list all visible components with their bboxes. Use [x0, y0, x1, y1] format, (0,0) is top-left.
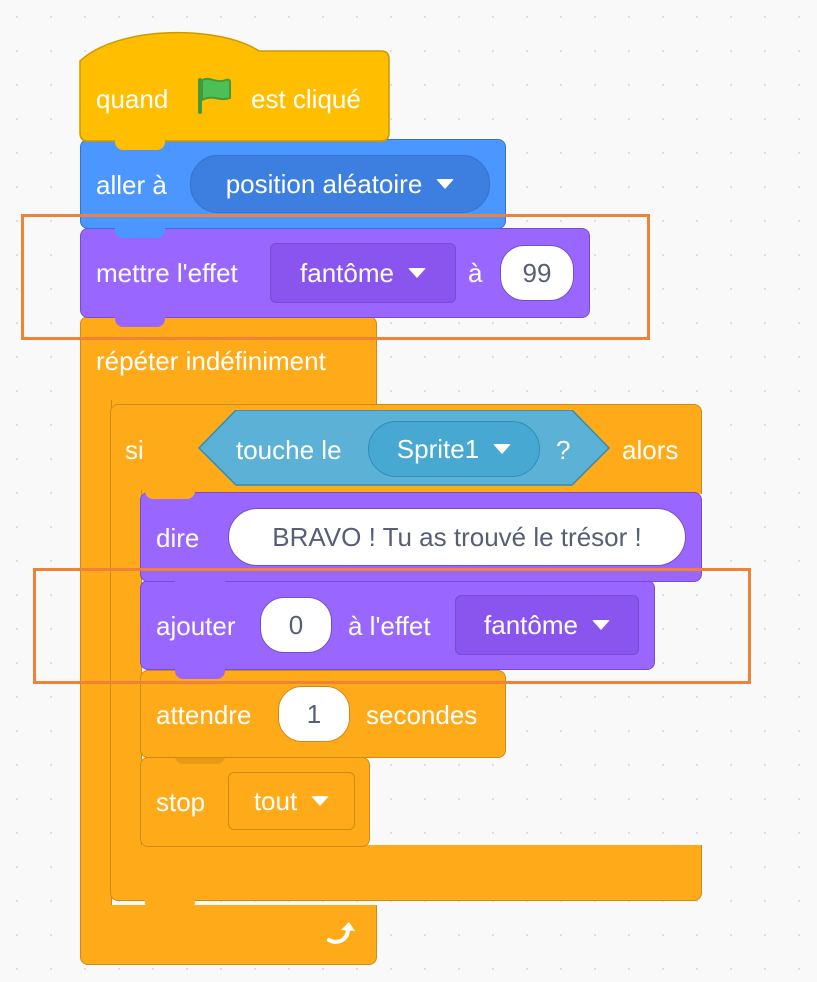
hat-clicked-label: est cliqué — [251, 84, 361, 114]
set-effect-value-input[interactable]: 99 — [500, 245, 574, 301]
sprite-menu-value: Sprite1 — [396, 433, 480, 464]
stop-menu[interactable]: tout — [228, 772, 355, 830]
set-effect-label: mettre l'effet — [96, 258, 238, 288]
set-effect-to-label: à — [468, 258, 483, 288]
hat-block-notch — [115, 140, 165, 150]
change-effect-menu[interactable]: fantôme — [455, 595, 639, 655]
loop-arrow-icon — [327, 922, 355, 944]
if-inner-notch — [145, 491, 195, 499]
set-effect-notch — [115, 317, 165, 327]
say-block-notch — [175, 581, 225, 591]
wait-seconds-input[interactable]: 1 — [278, 686, 350, 742]
goto-target-menu[interactable]: position aléatoire — [190, 155, 490, 213]
say-message-input[interactable]: BRAVO ! Tu as trouvé le trésor ! — [228, 508, 686, 566]
sprite-menu[interactable]: Sprite1 — [368, 421, 540, 477]
if-block-notch — [145, 900, 195, 910]
change-effect-notch — [175, 669, 225, 679]
goto-target-caret-icon — [436, 179, 455, 189]
then-label: alors — [622, 435, 679, 465]
set-effect-menu-value: fantôme — [300, 257, 394, 288]
stop-label: stop — [156, 787, 206, 817]
highlight-change-effect — [33, 568, 751, 684]
change-effect-caret-icon — [591, 620, 610, 630]
set-effect-caret-icon — [407, 268, 426, 278]
stop-menu-value: tout — [253, 785, 298, 816]
stop-block-notch — [175, 756, 225, 764]
touching-question: ? — [556, 435, 571, 465]
touching-label: touche le — [236, 435, 342, 465]
change-effect-value-input[interactable]: 0 — [260, 597, 332, 653]
set-effect-menu[interactable]: fantôme — [270, 243, 456, 303]
goto-block-notch — [115, 228, 165, 238]
if-block-arm — [110, 490, 142, 850]
wait-block[interactable] — [140, 670, 506, 758]
wait-unit-label: secondes — [366, 700, 478, 730]
when-flag-clicked-hat[interactable] — [79, 29, 392, 143]
forever-block-top[interactable] — [80, 316, 377, 406]
change-effect-menu-value: fantôme — [484, 609, 578, 640]
forever-label: répéter indéfiniment — [96, 346, 326, 376]
wait-label: attendre — [156, 700, 252, 730]
stop-menu-caret-icon — [311, 796, 330, 806]
goto-target-value: position aléatoire — [225, 168, 423, 199]
forever-block-arm — [80, 400, 112, 912]
green-flag-icon — [198, 77, 231, 114]
highlight-set-effect — [21, 214, 650, 340]
hat-when-label: quand — [96, 84, 169, 114]
change-effect-to-label: à l'effet — [348, 611, 431, 641]
say-label: dire — [156, 523, 200, 553]
if-label: si — [125, 435, 144, 465]
change-effect-label: ajouter — [156, 611, 236, 641]
goto-label: aller à — [96, 170, 167, 200]
sprite-menu-caret-icon — [493, 444, 512, 454]
forever-block-bottom[interactable] — [80, 905, 377, 965]
if-block-bottom[interactable] — [110, 845, 702, 901]
